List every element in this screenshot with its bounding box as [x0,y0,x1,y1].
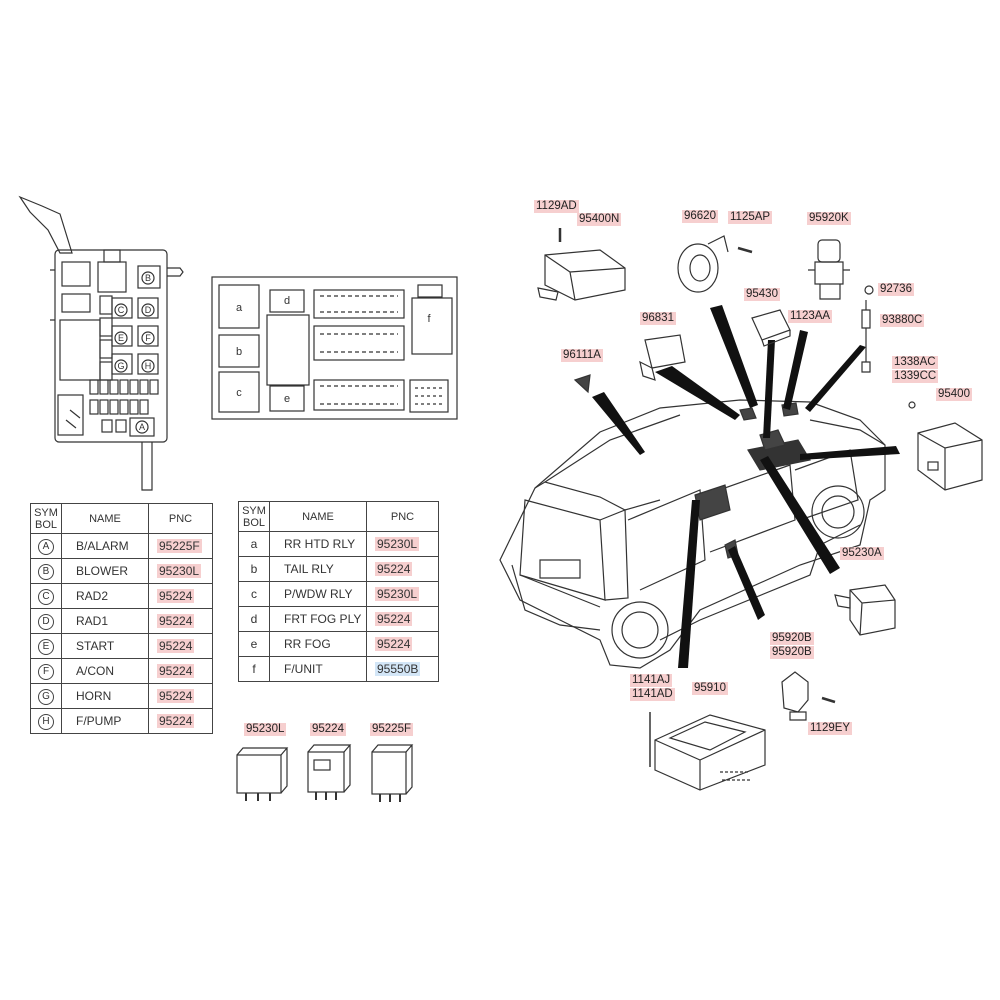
relay-label-95225F: 95225F [370,723,414,736]
callout-1141AD: 1141AD [630,688,675,701]
relay-96831-drawing [639,334,686,381]
callout-95920K: 95920K [807,212,851,225]
callout-1129AD: 1129AD [534,200,579,213]
fuse-letter-h: H [145,361,152,371]
callout-1123AA: 1123AA [788,310,833,323]
sensor-95920K-drawing [808,239,850,300]
fuse-letter-a: A [139,422,145,432]
callout-1129EY: 1129EY [808,722,853,735]
callout-96831: 96831 [640,312,676,325]
panel-letter-b: b [236,346,242,358]
callout-1338AC: 1338AC [892,356,938,369]
callout-95400N: 95400N [577,213,622,226]
table-header-name: NAME [61,503,149,534]
callout-95430: 95430 [744,288,780,301]
relay-label-95230L: 95230L [244,723,287,736]
fuse-letter-c: C [118,305,125,315]
relay-95230L-drawing [236,747,289,801]
relay-label-95224: 95224 [310,723,346,736]
callout-93880C: 93880C [880,314,925,327]
callout-92736: 92736 [878,283,914,296]
fuse-letter-b: B [145,273,151,283]
callout-1125AP: 1125AP [728,211,773,224]
module-95400-drawing [908,401,983,491]
table-header-symbol: SYM BOL [30,503,62,534]
panel-letter-d: d [284,295,290,307]
callout-1339CC: 1339CC [892,370,939,383]
fuse-box-drawing [18,195,184,491]
callout-95920B-2: 95920B [770,646,814,659]
sensor-93880C-drawing [861,285,874,373]
module-95910-drawing [649,712,766,791]
table-header-pnc: PNC [148,503,213,534]
fuse-letter-g: G [117,361,124,371]
fuse-letter-e: E [118,333,124,343]
panel-letter-e: e [284,393,290,405]
fuse-letter-d: D [145,305,152,315]
table-header-pnc: PNC [366,501,439,532]
fuse-box-letter-markers [114,271,155,434]
panel-letter-f: f [427,313,431,325]
callout-96111A: 96111A [561,349,603,362]
table-header-symbol: SYM BOL [238,501,270,532]
relay-95225F-drawing [371,744,414,802]
callout-95920B-1: 95920B [770,632,814,645]
relay-95230A-drawing [834,584,896,636]
fuse-letter-f: F [145,333,151,343]
relay-95430-drawing [751,309,791,347]
panel-letter-a: a [236,302,243,314]
callout-95400: 95400 [936,388,972,401]
callout-96620: 96620 [682,210,718,223]
panel-letter-c: c [236,387,242,399]
callout-95910: 95910 [692,682,728,695]
leader-wedges [592,305,900,668]
horn-96620-drawing [677,235,753,293]
callout-1141AJ: 1141AJ [630,674,673,687]
table-header-name: NAME [269,501,367,532]
module-95400N-drawing [537,228,626,301]
relay-95224-drawing [307,744,352,800]
relay-panel-drawing [211,276,458,420]
callout-95230A: 95230A [840,547,884,560]
sensor-95920B-drawing [781,671,836,721]
